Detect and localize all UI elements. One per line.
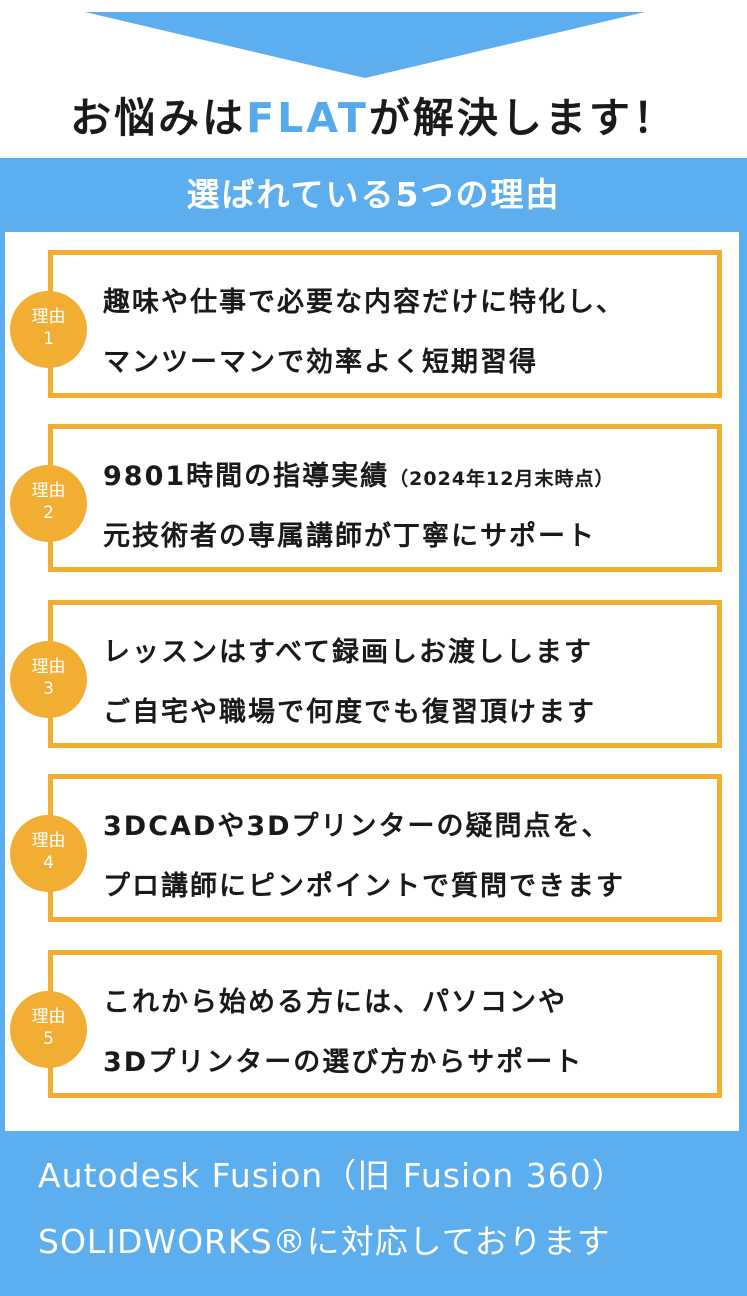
reason-4-line2: プロ講師にピンポイントで質問できます	[103, 871, 625, 902]
reason-5-line2: 3Dプリンターの選び方からサポート	[103, 1047, 584, 1078]
reason-1-line2: マンツーマンで効率よく短期習得	[103, 347, 538, 378]
reason-badge-4: 理由 4	[10, 815, 87, 892]
reason-2-line1: 9801時間の指導実績（2024年12月末時点）	[103, 460, 614, 496]
headline-suffix: が解決します！	[368, 94, 677, 142]
reason-card-1: 趣味や仕事で必要な内容だけに特化し、 マンツーマンで効率よく短期習得	[48, 250, 722, 398]
reason-card-4: 3DCADや3Dプリンターの疑問点を、 プロ講師にピンポイントで質問できます	[48, 774, 722, 922]
headline-prefix: お悩みは	[70, 94, 247, 142]
reason-badge-1: 理由 1	[10, 291, 87, 368]
headline: お悩みはFLATが解決します！	[0, 88, 747, 148]
reason-badge-3-label: 理由	[31, 657, 66, 677]
reason-1-line1: 趣味や仕事で必要な内容だけに特化し、	[103, 286, 625, 322]
down-arrow-banner	[85, 12, 645, 78]
reason-2-line2: 元技術者の専属講師が丁寧にサポート	[103, 521, 596, 552]
reason-badge-4-label: 理由	[31, 831, 66, 851]
reason-badge-3-number: 3	[43, 679, 54, 699]
reason-3-line1-text: レッスンはすべて録画しお渡しします	[103, 637, 594, 668]
reason-4-line1: 3DCADや3Dプリンターの疑問点を、	[103, 810, 611, 846]
reason-5-line1-text: これから始める方には、パソコンや	[103, 987, 567, 1018]
reason-2-line1-note: （2024年12月末時点）	[389, 468, 615, 490]
reason-3-line2: ご自宅や職場で何度でも復習頂けます	[103, 697, 596, 728]
reason-badge-2: 理由 2	[10, 465, 87, 542]
footer-banner: Autodesk Fusion（旧 Fusion 360） SOLIDWORKS…	[0, 1136, 747, 1296]
reason-1-line1-text: 趣味や仕事で必要な内容だけに特化し、	[103, 287, 625, 318]
reason-badge-3: 理由 3	[10, 641, 87, 718]
reason-3-line1: レッスンはすべて録画しお渡しします	[103, 636, 593, 672]
reason-card-5: これから始める方には、パソコンや 3Dプリンターの選び方からサポート	[48, 950, 722, 1098]
reason-badge-5-number: 5	[43, 1029, 54, 1049]
reason-5-line1: これから始める方には、パソコンや	[103, 986, 567, 1022]
reason-card-2: 9801時間の指導実績（2024年12月末時点） 元技術者の専属講師が丁寧にサポ…	[48, 424, 722, 572]
reason-badge-2-label: 理由	[31, 481, 66, 501]
reason-badge-1-number: 1	[43, 329, 54, 349]
reason-card-3: レッスンはすべて録画しお渡しします ご自宅や職場で何度でも復習頂けます	[48, 600, 722, 748]
reason-2-line1-text: 9801時間の指導実績	[103, 461, 390, 492]
panel-title: 選ばれている5つの理由	[186, 175, 561, 214]
reason-badge-1-label: 理由	[31, 307, 66, 327]
reason-badge-2-number: 2	[43, 503, 54, 523]
reason-badge-5: 理由 5	[10, 991, 87, 1068]
reason-badge-4-number: 4	[43, 853, 54, 873]
footer-line-1: Autodesk Fusion（旧 Fusion 360）	[38, 1156, 626, 1195]
reason-badge-5-label: 理由	[31, 1007, 66, 1027]
footer-line-2: SOLIDWORKS®に対応しております	[38, 1222, 611, 1261]
brand-name: FLAT	[246, 94, 369, 142]
reason-4-line1-text: 3DCADや3Dプリンターの疑問点を、	[103, 811, 611, 842]
